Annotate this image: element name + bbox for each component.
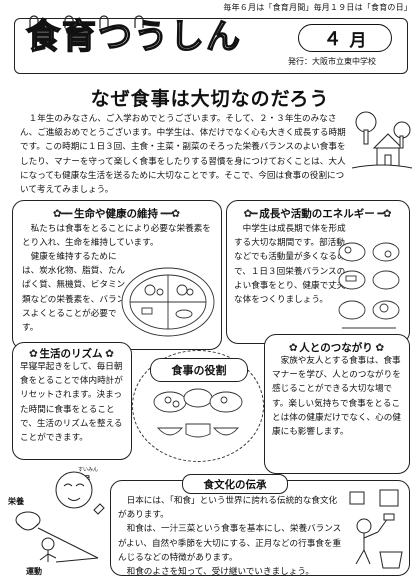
health-paragraph-1: 私たちは食事をとることにより必要な栄養素をとり入れ、生命を維持しています。 <box>22 224 211 249</box>
health-paragraph-2: 健康を維持するためには、炭水化物、脂質、たんぱく質、無機質、ビタミン類などの栄養… <box>22 252 126 334</box>
rhythm-card-header: ✿ 生活のリズム ✿ <box>12 346 130 361</box>
health-text-2: 健康を維持するためには、炭水化物、脂質、たんぱく質、無機質、ビタミン類などの栄養… <box>22 250 130 335</box>
card-decoration-icon: ✿ <box>288 342 300 354</box>
card-decoration-icon: ✿ <box>102 348 114 360</box>
culture-paragraph-2: 和食は、一汁三菜という食事を基本にし、栄養バランスがよい、自然や季節を大切にする… <box>118 524 342 563</box>
nutrition-label: 栄養 <box>8 497 24 506</box>
energy-card-title: 成長や活動のエネルギー <box>259 208 375 220</box>
page-headline: なぜ食事は大切なのだろう <box>90 88 330 110</box>
meal-roles-title: 食事の役割 <box>150 358 248 382</box>
rhythm-text: 早寝早起きをして、毎日朝食をとることで体内時計がリセットされます。決まった時間に… <box>20 360 124 445</box>
exercise-label: 運動 <box>26 567 42 576</box>
people-paragraph: 家族や友人とする食事は、食事マナーを学び、人とのつながりを感じることができる大切… <box>272 356 401 438</box>
culture-paragraph-3: 和食のよさを知って、受け継いでいきましょう。 <box>126 567 315 578</box>
rhythm-card <box>12 342 132 460</box>
month-badge: ４ 月 <box>298 24 392 52</box>
card-decoration-icon: ━━✿ <box>158 208 180 220</box>
card-decoration-icon: ✿ <box>29 348 40 360</box>
health-card-header: ✿━━ 生命や健康の維持 ━━✿ <box>12 206 220 221</box>
balanced-meal-illustration <box>338 242 400 329</box>
culture-text: 日本には、「和食」という世界に誇れる伝統的な食文化があります。 和食は、一汁三菜… <box>118 494 342 579</box>
month-unit: 月 <box>349 30 367 51</box>
people-card <box>264 334 410 474</box>
lifestyle-triangle-illustration <box>15 471 105 563</box>
sleep-ruby: すいみん <box>78 467 99 473</box>
intro-paragraph: １年生のみなさん、ご入学おめでとうございます。そして、２・３年生のみなさん、ご進… <box>20 114 346 196</box>
health-card-title: 生命や健康の維持 <box>74 208 158 220</box>
energy-card-header: ✿━ 成長や活動のエネルギー ━✿ <box>226 206 408 221</box>
card-decoration-icon: ✿━━ <box>52 208 74 220</box>
japanese-meal-illustration <box>153 388 243 438</box>
people-card-header: ✿ 人とのつながり ✿ <box>264 340 408 355</box>
meal-roles-oval <box>132 350 264 462</box>
energy-paragraph: 中学生は成長期で体を形成する大切な期間です。部活動などでも活動量が多くなるので、… <box>234 224 346 306</box>
rhythm-card-title: 生活のリズム <box>39 348 103 360</box>
culture-paragraph-1: 日本には、「和食」という世界に誇れる伝統的な食文化があります。 <box>118 496 338 521</box>
issuer: 発行：大阪市立東中学校 <box>288 57 376 66</box>
intro-text: １年生のみなさん、ご入学おめでとうございます。そして、２・３年生のみなさん、ご進… <box>20 112 350 197</box>
energy-text: 中学生は成長期で体を形成する大切な期間です。部活動などでも活動量が多くなるので、… <box>234 222 346 307</box>
rhythm-paragraph: 早寝早起きをして、毎日朝食をとることで体内時計がリセットされます。決まった時間に… <box>20 362 123 444</box>
food-plate-illustration <box>121 267 215 337</box>
top-note: 毎年６月は「食育月間」毎月１９日は「食育の日」 <box>223 3 412 12</box>
binder-rings-icon <box>29 15 144 28</box>
newsletter-title: 食育つうしん <box>25 17 242 57</box>
month-number: ４ <box>323 29 342 50</box>
card-decoration-icon: ✿ <box>372 342 384 354</box>
culture-card-title: 食文化の伝承 <box>182 474 288 494</box>
card-decoration-icon: ━✿ <box>374 208 391 220</box>
health-text-1: 私たちは食事をとることにより必要な栄養素をとり入れ、生命を維持しています。 <box>22 222 212 250</box>
card-decoration-icon: ✿━ <box>243 208 260 220</box>
people-card-title: 人とのつながり <box>299 342 373 354</box>
rice-cake-pounding-illustration <box>349 489 403 569</box>
people-text: 家族や友人とする食事は、食事マナーを学び、人とのつながりを感じることができる大切… <box>272 354 402 439</box>
houses-illustration <box>352 111 412 169</box>
